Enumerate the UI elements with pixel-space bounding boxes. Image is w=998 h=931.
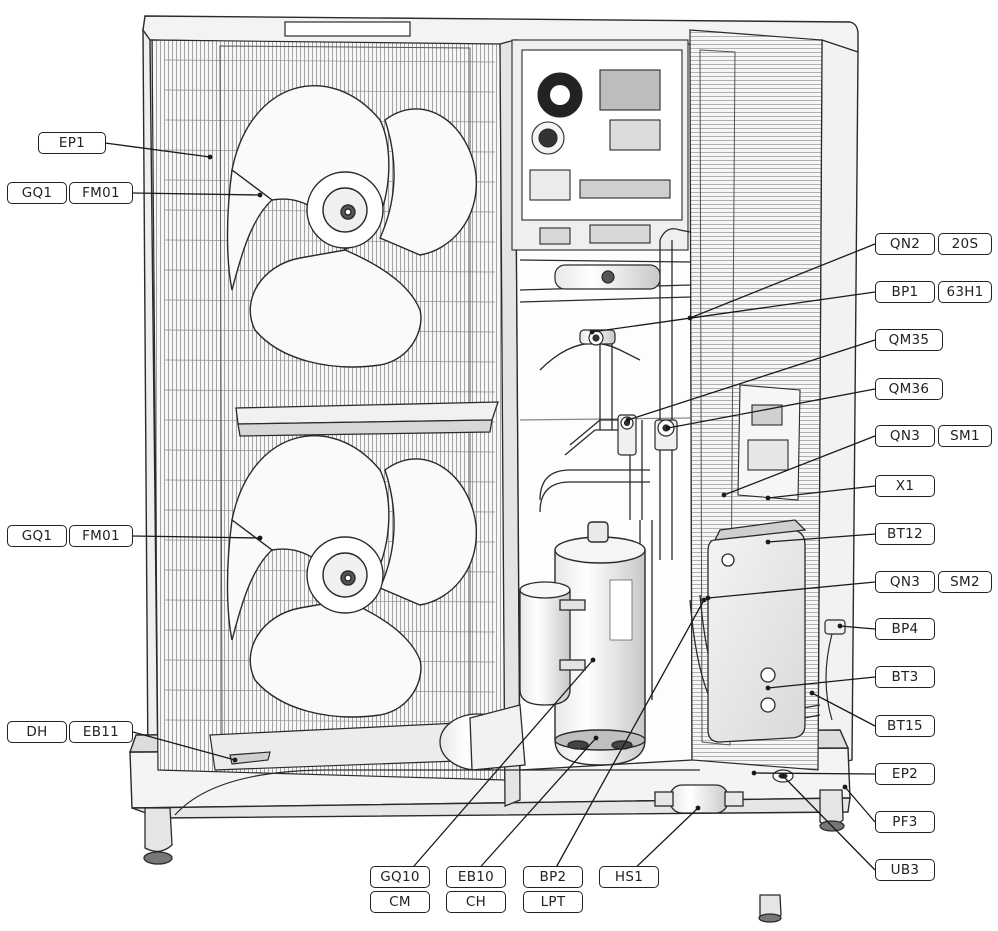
- label-gq1-lower: GQ1: [7, 525, 67, 547]
- label-sm1: SM1: [938, 425, 992, 447]
- label-ub3: UB3: [875, 859, 935, 881]
- label-bp1: BP1: [875, 281, 935, 303]
- label-bt3: BT3: [875, 666, 935, 688]
- accumulator: [519, 581, 586, 706]
- label-bp4: BP4: [875, 618, 935, 640]
- filter-drier: [654, 784, 744, 814]
- label-qm36: QM36: [875, 378, 943, 400]
- sensor-board: [737, 384, 801, 501]
- label-cm: CM: [370, 891, 430, 913]
- label-63h1: 63H1: [938, 281, 992, 303]
- label-ep2: EP2: [875, 763, 935, 785]
- upper-fan: [226, 85, 477, 368]
- label-x1: X1: [875, 475, 935, 497]
- label-20s: 20S: [938, 233, 992, 255]
- label-bt12: BT12: [875, 523, 935, 545]
- label-bp2: BP2: [523, 866, 583, 888]
- plate-heat-exchanger: [707, 519, 807, 743]
- label-eb11: EB11: [69, 721, 133, 743]
- label-gq1-upper: GQ1: [7, 182, 67, 204]
- label-pf3: PF3: [875, 811, 935, 833]
- base-arch: [174, 769, 700, 816]
- fan-shelf: [235, 401, 499, 437]
- label-dh: DH: [7, 721, 67, 743]
- label-qn2: QN2: [875, 233, 935, 255]
- label-hs1: HS1: [599, 866, 659, 888]
- label-qn3-upper: QN3: [875, 425, 935, 447]
- label-fm01-upper: FM01: [69, 182, 133, 204]
- label-ch: CH: [446, 891, 506, 913]
- leader-lines: [104, 142, 876, 874]
- label-bt15: BT15: [875, 715, 935, 737]
- label-qm35: QM35: [875, 329, 943, 351]
- lower-fan: [226, 435, 477, 718]
- leader-dots: [207, 154, 848, 811]
- label-sm2: SM2: [938, 571, 992, 593]
- label-ep1: EP1: [38, 132, 106, 154]
- label-eb10: EB10: [446, 866, 506, 888]
- label-lpt: LPT: [523, 891, 583, 913]
- label-gq10: GQ10: [370, 866, 430, 888]
- service-valves: [617, 414, 678, 456]
- label-fm01-lower: FM01: [69, 525, 133, 547]
- label-qn3-lower: QN3: [875, 571, 935, 593]
- control-board: [511, 39, 689, 251]
